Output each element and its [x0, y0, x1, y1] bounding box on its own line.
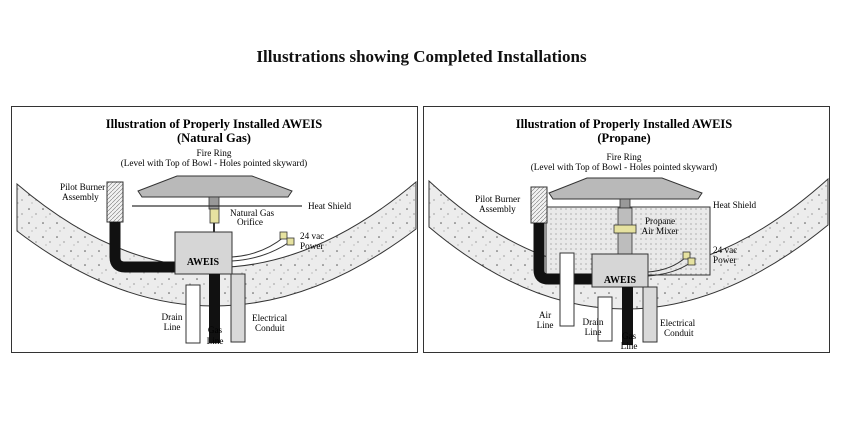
- power-label-1: 24 vac: [713, 245, 737, 255]
- drain-line: [597, 296, 613, 342]
- electrical-conduit: [230, 273, 246, 343]
- aweis-box: [591, 253, 649, 288]
- panel-title: Illustration of Properly Installed AWEIS: [106, 117, 323, 131]
- air-line: [559, 252, 575, 327]
- pilot-label-1: Pilot Burner: [475, 194, 520, 204]
- orifice-label-1: Natural Gas: [230, 208, 275, 218]
- gas-line: [209, 274, 220, 343]
- electrical-conduit: [642, 286, 658, 343]
- conduit-label-2: Conduit: [255, 323, 285, 333]
- heat-shield-label: Heat Shield: [713, 200, 757, 210]
- natural-gas-panel: Illustration of Properly Installed AWEIS…: [11, 106, 418, 353]
- drain-line: [185, 284, 201, 344]
- page-title: Illustrations showing Completed Installa…: [256, 47, 587, 66]
- conduit-label-2: Conduit: [664, 328, 694, 338]
- air-label-1: Air: [539, 310, 551, 320]
- aweis-label: AWEIS: [187, 257, 220, 268]
- wire-connector: [682, 251, 691, 260]
- fire-ring-stem: [208, 196, 220, 210]
- aweis-label: AWEIS: [604, 275, 637, 286]
- fire-ring-note: (Level with Top of Bowl - Holes pointed …: [531, 162, 717, 172]
- heat-shield-label: Heat Shield: [308, 201, 352, 211]
- conduit-label-1: Electrical: [252, 313, 288, 323]
- concrete-bowl: [16, 180, 417, 307]
- fire-ring: [548, 177, 703, 200]
- drain-label-1: Drain: [583, 317, 604, 327]
- propane-air-mixer: [617, 207, 633, 261]
- panel-subtitle: (Propane): [597, 131, 650, 145]
- gas-label-2: Line: [621, 341, 638, 351]
- pilot-gas-pipe: [109, 222, 180, 273]
- fire-ring: [137, 175, 293, 198]
- propane-panel: Illustration of Properly Installed AWEIS…: [423, 106, 830, 353]
- orifice-label-2: Orifice: [237, 217, 263, 227]
- pilot-label-2: Assembly: [479, 204, 516, 214]
- gas-line: [622, 287, 633, 345]
- power-wire: [231, 236, 285, 258]
- fire-ring-label: Fire Ring: [607, 152, 642, 162]
- drain-label-1: Drain: [162, 312, 183, 322]
- pilot-burner-assembly: [530, 186, 548, 224]
- natural-gas-orifice: [209, 208, 220, 224]
- panel-title: Illustration of Properly Installed AWEIS: [516, 117, 733, 131]
- conduit-label-1: Electrical: [660, 318, 696, 328]
- pilot-label-1: Pilot Burner: [60, 182, 105, 192]
- panel-subtitle: (Natural Gas): [177, 131, 251, 145]
- wire-connector: [279, 231, 288, 240]
- mixer-label-2: Air Mixer: [642, 226, 679, 236]
- gas-label-2: Line: [207, 336, 224, 346]
- pilot-label-2: Assembly: [62, 192, 99, 202]
- aweis-box: [174, 231, 233, 275]
- pilot-burner-assembly: [106, 181, 124, 223]
- gas-label-1: Gas: [622, 331, 637, 341]
- drain-label-2: Line: [585, 327, 602, 337]
- power-label-2: Power: [713, 255, 736, 265]
- fire-ring-label: Fire Ring: [197, 148, 232, 158]
- air-label-2: Line: [537, 320, 554, 330]
- pilot-gas-pipe: [533, 223, 596, 285]
- gas-label-1: Gas: [208, 325, 223, 335]
- fire-ring-note: (Level with Top of Bowl - Holes pointed …: [121, 158, 307, 168]
- mixer-label-1: Propane: [645, 216, 675, 226]
- power-label-2: Power: [300, 241, 323, 251]
- drain-label-2: Line: [164, 322, 181, 332]
- power-label-1: 24 vac: [300, 231, 324, 241]
